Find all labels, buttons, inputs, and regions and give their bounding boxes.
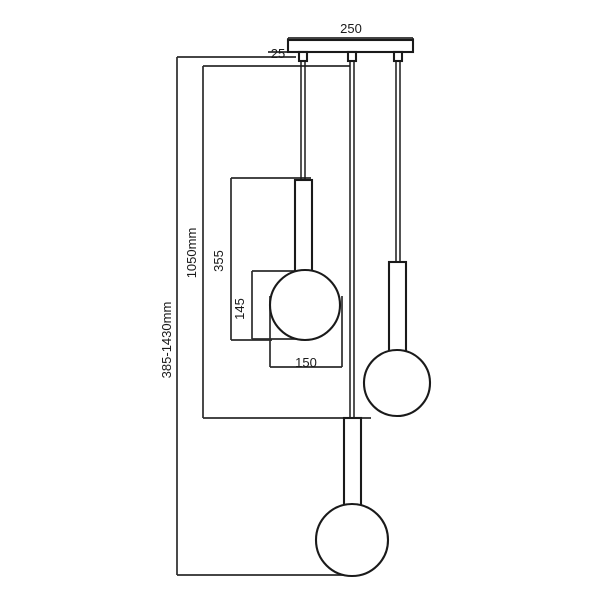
label-canopy-width: 250 xyxy=(340,21,362,36)
pendant-2-globe-shade xyxy=(362,348,432,418)
cord-mount-right xyxy=(392,50,404,63)
dimension-frame-overall-drop xyxy=(176,56,352,576)
label-canopy-thickness: 25 xyxy=(271,46,285,61)
pendant-3-stem-cylinder xyxy=(342,416,363,508)
dimension-frame-drop-1050 xyxy=(202,65,371,419)
label-overall-drop: 385-1430mm xyxy=(159,302,174,379)
label-drop-355: 355 xyxy=(211,250,226,272)
canopy-cord-mounts xyxy=(297,50,404,63)
dimension-frame-drop-355 xyxy=(230,177,311,341)
label-drop-1050: 1050mm xyxy=(184,228,199,279)
pendant-3-globe-shade xyxy=(314,502,390,578)
pendant-front-left xyxy=(268,61,342,342)
ceiling-canopy-plate xyxy=(286,38,415,54)
label-globe-diameter: 145 xyxy=(232,298,247,320)
cord-mount-center xyxy=(346,50,358,63)
pendant-1-globe-shade xyxy=(268,268,342,342)
pendant-right xyxy=(362,61,432,418)
pendant-1-stem-cylinder xyxy=(293,178,314,274)
pendant-bottom-center xyxy=(314,61,390,578)
label-shade-width: 150 xyxy=(295,355,317,370)
cord-mount-left xyxy=(297,50,309,63)
canopy-body xyxy=(286,38,415,54)
pendant-2-stem-cylinder xyxy=(387,260,408,353)
